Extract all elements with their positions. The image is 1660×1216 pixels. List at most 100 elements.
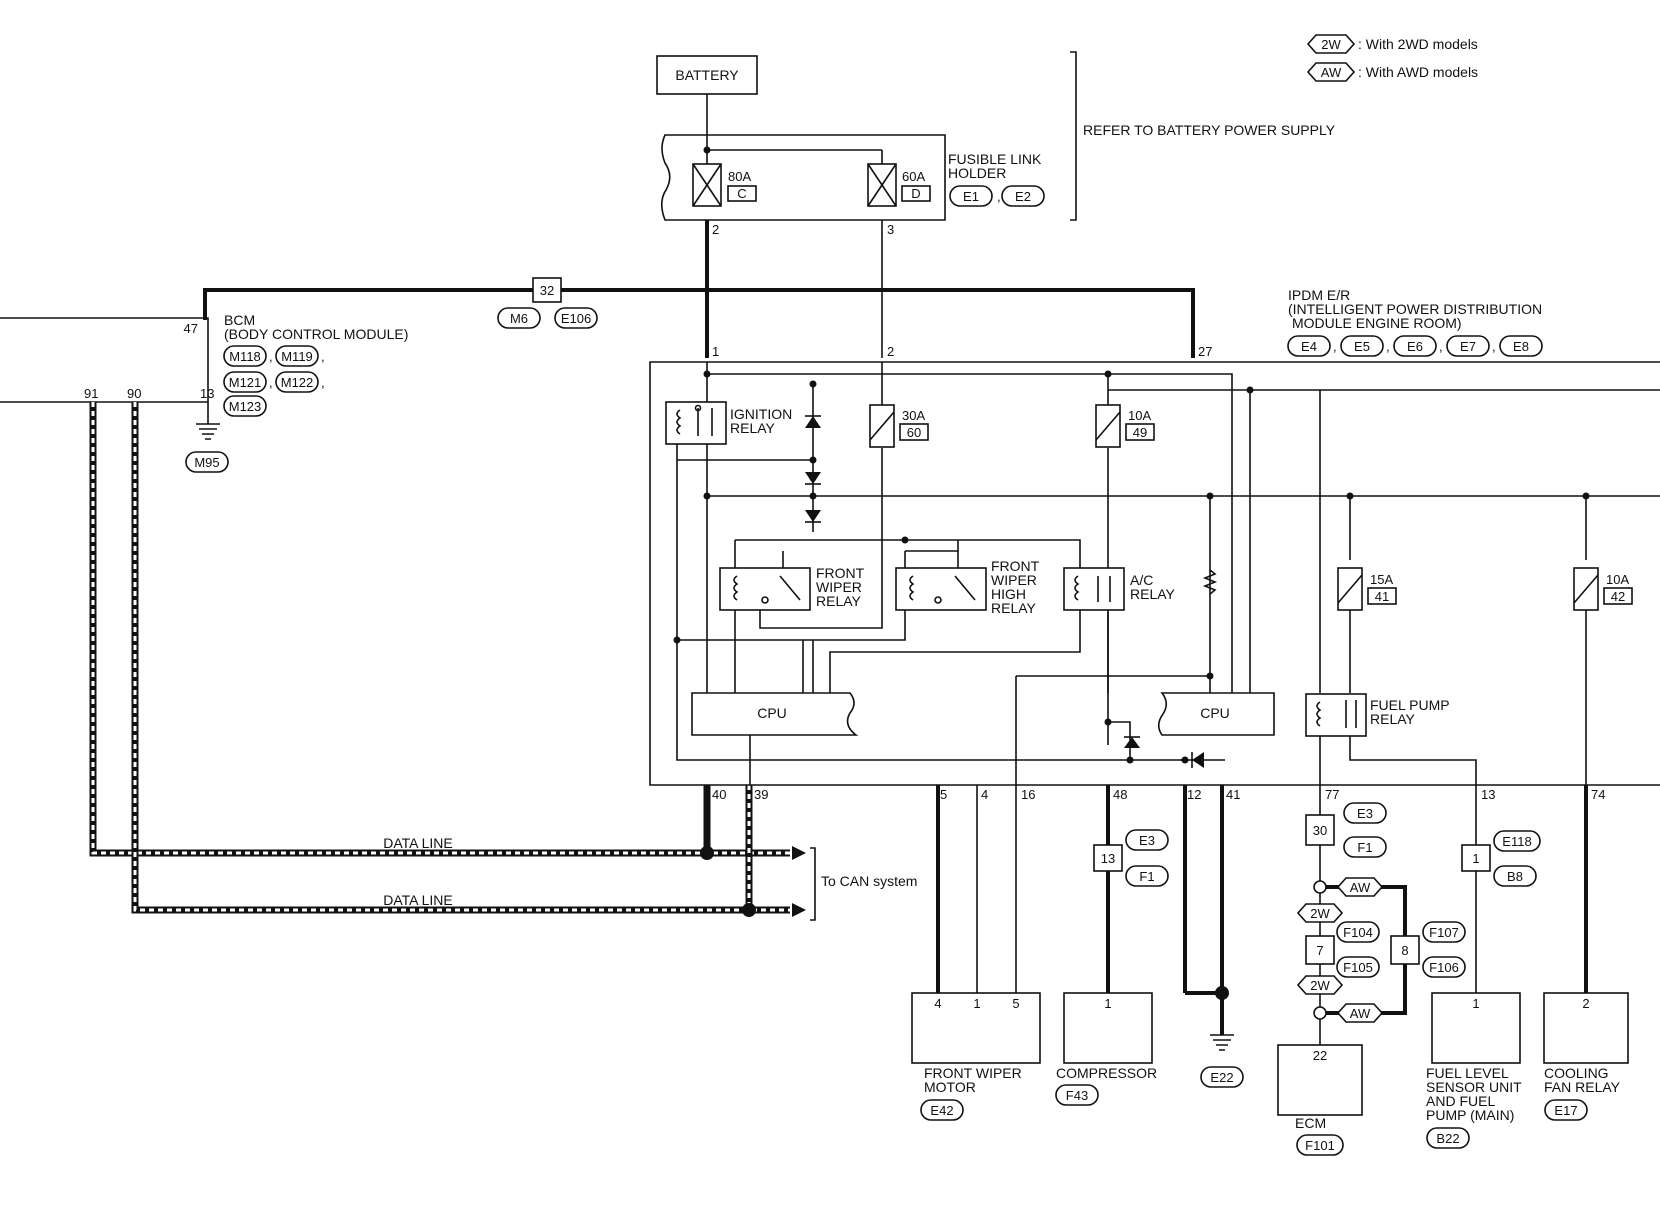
svg-text:E3: E3 — [1357, 806, 1373, 821]
ipdm-title: IPDM E/R — [1288, 287, 1350, 303]
svg-text:CPU: CPU — [1200, 705, 1230, 721]
data-line-1: DATA LINE — [383, 835, 453, 851]
svg-text:M119: M119 — [281, 349, 313, 364]
svg-text:AW: AW — [1350, 880, 1371, 895]
svg-text:,: , — [1386, 339, 1390, 354]
svg-text:22: 22 — [1313, 1048, 1327, 1063]
compressor-label: COMPRESSOR — [1056, 1065, 1157, 1081]
legend-2w-tag: 2W — [1321, 37, 1341, 52]
svg-text:,: , — [321, 375, 325, 390]
svg-text:E42: E42 — [930, 1103, 953, 1118]
svg-text:F101: F101 — [1305, 1138, 1335, 1153]
svg-text:M118: M118 — [229, 349, 261, 364]
svg-text:E17: E17 — [1554, 1103, 1577, 1118]
svg-text:12: 12 — [1187, 787, 1201, 802]
svg-text:42: 42 — [1611, 589, 1625, 604]
svg-text:M6: M6 — [510, 311, 528, 326]
svg-text:5: 5 — [1012, 996, 1019, 1011]
svg-text:2: 2 — [712, 222, 719, 237]
wiper-motor-label: FRONT WIPER — [924, 1065, 1022, 1081]
svg-text:RELAY: RELAY — [1370, 711, 1416, 727]
svg-text:2: 2 — [887, 344, 894, 359]
battery-box — [656, 55, 758, 95]
svg-text:F104: F104 — [1343, 925, 1373, 940]
svg-text:AW: AW — [1350, 1006, 1371, 1021]
joint-7: 7 — [1316, 943, 1323, 958]
fusible-link-holder — [660, 134, 946, 221]
legend-aw-tag: AW — [1321, 65, 1342, 80]
fuel-pump-relay — [1305, 693, 1367, 737]
svg-text:M121: M121 — [229, 375, 262, 390]
joint-32 — [532, 277, 562, 303]
svg-text:E4: E4 — [1301, 339, 1317, 354]
svg-text:M123: M123 — [229, 399, 262, 414]
svg-text:39: 39 — [754, 787, 768, 802]
svg-text:2: 2 — [1582, 996, 1589, 1011]
svg-text:3: 3 — [887, 222, 894, 237]
front-wiper-motor — [911, 992, 1041, 1064]
svg-text:RELAY: RELAY — [730, 420, 776, 436]
svg-text:E5: E5 — [1354, 339, 1370, 354]
svg-text:D: D — [911, 186, 920, 201]
ground-m95: M95 — [194, 455, 219, 470]
svg-text:FAN RELAY: FAN RELAY — [1544, 1079, 1621, 1095]
svg-text:E3: E3 — [1139, 833, 1155, 848]
conn-e2: E2 — [1015, 189, 1031, 204]
svg-text:32: 32 — [540, 283, 554, 298]
svg-text:90: 90 — [127, 386, 141, 401]
svg-text:2W: 2W — [1310, 906, 1330, 921]
svg-text:E106: E106 — [561, 311, 591, 326]
svg-text:B8: B8 — [1507, 869, 1523, 884]
svg-text:SENSOR UNIT: SENSOR UNIT — [1426, 1079, 1522, 1095]
svg-text:E8: E8 — [1513, 339, 1529, 354]
cpu-right — [1157, 692, 1275, 736]
joint-1: 1 — [1472, 851, 1479, 866]
ignition-relay-label: IGNITION — [730, 406, 792, 422]
cpu-left — [691, 692, 859, 736]
joint-8: 8 — [1401, 943, 1408, 958]
svg-text:F105: F105 — [1343, 960, 1373, 975]
fuel-pump-relay-label: FUEL PUMP — [1370, 697, 1450, 713]
svg-text:,: , — [997, 189, 1001, 204]
svg-text:F43: F43 — [1066, 1088, 1088, 1103]
fuse-d-amp: 60A — [902, 169, 925, 184]
svg-text:E7: E7 — [1460, 339, 1476, 354]
svg-text:PUMP (MAIN): PUMP (MAIN) — [1426, 1107, 1514, 1123]
fuse-10a: 10A — [1128, 408, 1151, 423]
legend-2w-text: : With 2WD models — [1358, 36, 1478, 52]
refer-note: REFER TO BATTERY POWER SUPPLY — [1083, 122, 1336, 138]
legend-aw-text: : With AWD models — [1358, 64, 1478, 80]
svg-text:E118: E118 — [1502, 834, 1531, 849]
svg-text:F106: F106 — [1429, 960, 1459, 975]
svg-text:4: 4 — [981, 787, 988, 802]
svg-text:1: 1 — [1104, 996, 1111, 1011]
bcm-box — [0, 317, 209, 403]
fuel-sensor-label: FUEL LEVEL — [1426, 1065, 1509, 1081]
front-wiper-high-relay-label: FRONT — [991, 558, 1040, 574]
svg-text:HOLDER: HOLDER — [948, 165, 1006, 181]
svg-text:1: 1 — [712, 344, 719, 359]
svg-text:MOTOR: MOTOR — [924, 1079, 976, 1095]
svg-text:77: 77 — [1325, 787, 1339, 802]
svg-text:48: 48 — [1113, 787, 1127, 802]
fuse-30a: 30A — [902, 408, 925, 423]
ac-relay — [1063, 567, 1125, 611]
svg-text:C: C — [737, 186, 746, 201]
cooling-fan-label: COOLING — [1544, 1065, 1609, 1081]
fuel-level-sensor-unit — [1431, 992, 1521, 1064]
conn-e1: E1 — [963, 189, 979, 204]
svg-text:5: 5 — [940, 787, 947, 802]
ecm — [1277, 1044, 1363, 1116]
svg-text:CPU: CPU — [757, 705, 787, 721]
svg-text:RELAY: RELAY — [991, 600, 1037, 616]
compressor — [1063, 992, 1153, 1064]
svg-text:M122: M122 — [281, 375, 314, 390]
svg-text:F107: F107 — [1429, 925, 1459, 940]
svg-text:RELAY: RELAY — [816, 593, 862, 609]
svg-text:4: 4 — [934, 996, 941, 1011]
fusible-link-title: FUSIBLE LINK — [948, 151, 1042, 167]
svg-text:HIGH: HIGH — [991, 586, 1026, 602]
svg-text:RELAY: RELAY — [1130, 586, 1176, 602]
svg-text:,: , — [1492, 339, 1496, 354]
